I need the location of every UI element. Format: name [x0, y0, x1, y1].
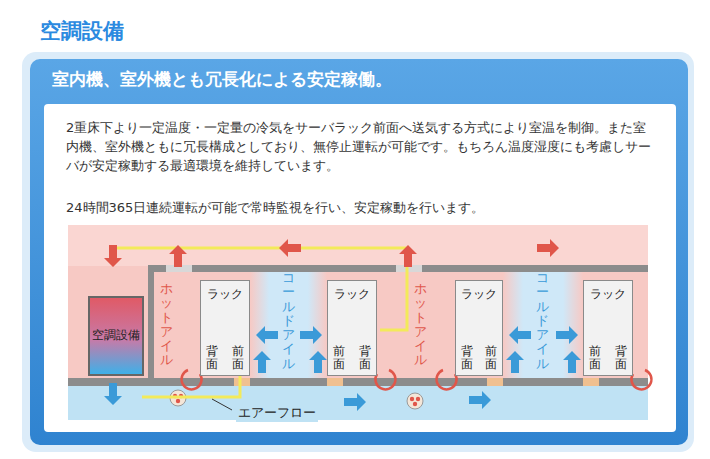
server-rack: ラック背面前面: [455, 280, 503, 376]
ceiling: [148, 265, 648, 272]
airflow-arrow: [344, 393, 366, 411]
raised-floor: [68, 378, 648, 386]
cold-aisle-label: コールドアイル: [282, 271, 295, 371]
cold-aisle-label: コールドアイル: [536, 271, 549, 371]
airflow-arrow: [509, 326, 531, 344]
underfloor: [68, 386, 648, 420]
floor-vent: [487, 378, 503, 386]
info-panel: 室内機、室外機とも冗長化による安定稼働。 2重床下より一定温度・一定量の冷気をサー…: [22, 52, 694, 452]
rack-side: 前面: [485, 345, 497, 371]
rack-side: 前面: [589, 345, 601, 371]
airflow-arrow: [469, 391, 491, 409]
page-title: 空調設備: [40, 17, 124, 45]
airflow-arrow: [300, 326, 322, 344]
airflow-arrow: [253, 351, 271, 373]
fan-dot: [416, 397, 420, 401]
rack-side: 前面: [333, 345, 345, 371]
airflow-arrow: [104, 383, 122, 405]
panel-body: 2重床下より一定温度・一定量の冷気をサーバラック前面へ送気する方式により室温を制…: [66, 118, 658, 175]
rack-side: 背面: [461, 345, 473, 371]
floor-vent: [234, 378, 250, 386]
rack-side: 前面: [232, 345, 244, 371]
airflow-arrow: [279, 239, 301, 257]
rack-side: 背面: [615, 345, 627, 371]
fan-dot: [176, 399, 180, 403]
rack-label: ラック: [456, 286, 502, 303]
fan-dot: [413, 402, 417, 406]
wall: [148, 265, 154, 385]
floor-vent: [583, 378, 599, 386]
leader-line: [212, 399, 232, 410]
airflow-arrow: [563, 351, 581, 373]
exhaust-curl: [631, 370, 651, 389]
airflow-arrow: [104, 245, 122, 267]
fan-dot: [410, 397, 414, 401]
rack-side: 背面: [359, 345, 371, 371]
panel-body: 24時間365日連続運転が可能で常時監視を行い、安定稼動を行います。: [66, 198, 658, 217]
airflow-arrow: [556, 326, 578, 344]
rack-side: 背面: [206, 345, 218, 371]
rack-label: ラック: [584, 286, 632, 303]
exhaust-curl: [437, 370, 457, 389]
panel-rim: [22, 52, 694, 452]
room-ground: [68, 225, 648, 420]
panel-inner: [44, 104, 676, 432]
airflow-arrow: [537, 239, 559, 257]
airflow-label: エアーフロー: [236, 404, 318, 422]
airflow-arrow: [506, 351, 524, 373]
hot-aisle-label: ホットアイル: [414, 282, 427, 368]
server-rack: ラック前面背面: [583, 280, 633, 376]
panel-band: [30, 59, 688, 445]
air-conditioner: 空調設備: [88, 296, 144, 376]
rack-label: ラック: [201, 286, 249, 303]
rack-label: ラック: [328, 286, 376, 303]
airflow-arrow: [169, 245, 187, 267]
cold-aisle: [503, 272, 583, 378]
floor-vent: [327, 378, 343, 386]
hot-aisle-label: ホットアイル: [160, 282, 173, 368]
exhaust-curl: [375, 370, 395, 389]
airflow-arrow: [309, 351, 327, 373]
unit-label: 空調設備: [90, 328, 142, 343]
panel-heading: 室内機、室外機とも冗長化による安定稼働。: [52, 69, 672, 91]
cold-aisle: [250, 272, 327, 378]
airflow-arrow: [256, 326, 278, 344]
fan: [407, 393, 423, 409]
server-rack: ラック背面前面: [200, 280, 250, 376]
server-rack: ラック前面背面: [327, 280, 377, 376]
exhaust-curl: [182, 370, 202, 389]
airflow-arrow: [399, 245, 417, 267]
ceiling-plenum: [68, 225, 648, 266]
